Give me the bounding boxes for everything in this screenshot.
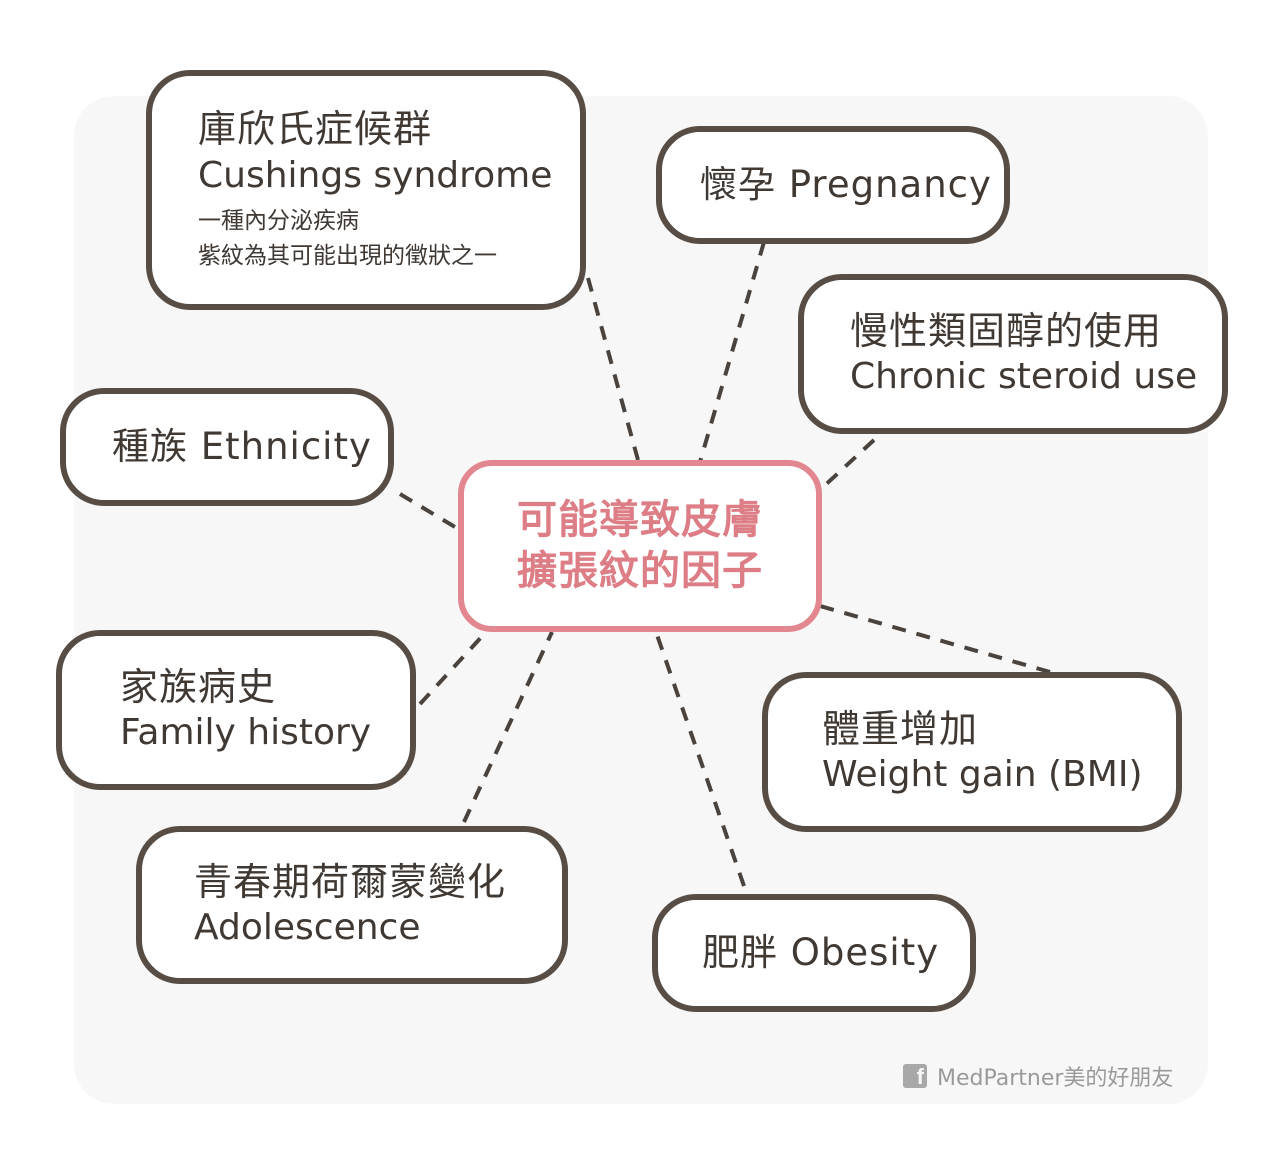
brand-credit: f MedPartner美的好朋友 — [903, 1060, 1173, 1092]
steroid-zh-label: 慢性類固醇的使用 — [850, 309, 1163, 354]
connector-pregnancy — [698, 241, 766, 463]
connector-weight — [819, 604, 1051, 674]
factor-steroid-box: 慢性類固醇的使用 Chronic steroid use — [798, 274, 1228, 434]
connector-ethnicity — [398, 492, 462, 532]
cushing-note-line1: 一種內分泌疾病 — [198, 208, 359, 235]
facebook-icon: f — [903, 1064, 927, 1088]
pregnancy-label: 懷孕 Pregnancy — [700, 163, 992, 207]
factor-pregnancy-box: 懷孕 Pregnancy — [656, 126, 1010, 244]
factor-ethnicity-box: 種族 Ethnicity — [60, 388, 394, 506]
factor-family-box: 家族病史 Family history — [56, 630, 416, 790]
connector-obesity — [654, 631, 746, 887]
connector-cushing — [586, 277, 640, 461]
family-zh-label: 家族病史 — [120, 665, 277, 710]
connector-family — [418, 630, 488, 706]
obesity-label: 肥胖 Obesity — [702, 931, 940, 975]
cushing-en-label: Cushings syndrome — [198, 155, 553, 197]
ethnicity-label: 種族 Ethnicity — [112, 425, 372, 469]
connector-adolescence — [462, 631, 554, 823]
adolescence-en-label: Adolescence — [194, 906, 421, 948]
weight-zh-label: 體重增加 — [822, 707, 979, 752]
weight-en-label: Weight gain (BMI) — [822, 753, 1143, 795]
factor-cushing-box: 庫欣氏症候群 Cushings syndrome 一種內分泌疾病 紫紋為其可能出… — [146, 70, 586, 310]
central-topic-box: 可能導致皮膚 擴張紋的因子 — [458, 460, 822, 632]
factor-obesity-box: 肥胖 Obesity — [652, 894, 976, 1012]
brand-name: MedPartner美的好朋友 — [937, 1066, 1174, 1091]
factor-adolescence-box: 青春期荷爾蒙變化 Adolescence — [136, 826, 568, 984]
family-en-label: Family history — [120, 711, 372, 753]
central-topic-line2: 擴張紋的因子 — [517, 548, 763, 594]
central-topic-line1: 可能導致皮膚 — [517, 496, 763, 543]
cushing-zh-label: 庫欣氏症候群 — [198, 106, 433, 151]
connector-steroid — [820, 438, 876, 490]
adolescence-zh-label: 青春期荷爾蒙變化 — [194, 860, 507, 905]
factor-weight-box: 體重增加 Weight gain (BMI) — [762, 672, 1182, 832]
cushing-note-line2: 紫紋為其可能出現的徵狀之一 — [198, 242, 497, 269]
steroid-en-label: Chronic steroid use — [850, 355, 1198, 397]
